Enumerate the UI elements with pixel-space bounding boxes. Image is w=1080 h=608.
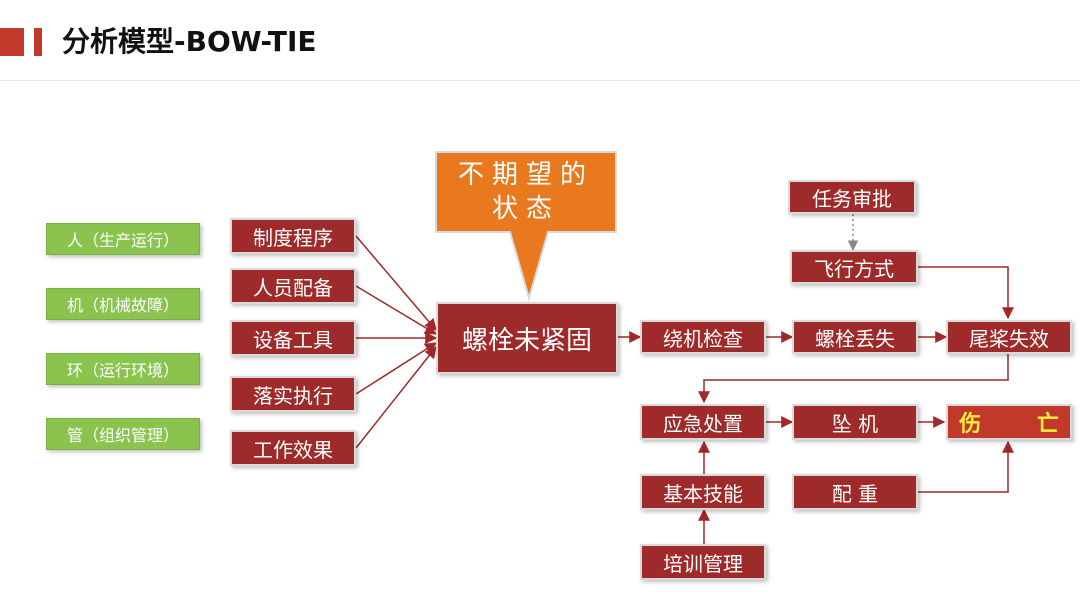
bolt-lost-box: 螺栓丢失 xyxy=(792,320,918,354)
tail-rotor-failure-box: 尾桨失效 xyxy=(946,320,1072,354)
basic-skills-box: 基本技能 xyxy=(640,474,766,510)
page-title: 分析模型-BOW-TIE xyxy=(62,25,317,58)
barrier-procedures: 制度程序 xyxy=(230,218,356,254)
title-accent-bar xyxy=(34,28,42,56)
training-management-box: 培训管理 xyxy=(640,544,766,580)
cause-machine: 机（机械故障） xyxy=(46,288,200,320)
emergency-response-box: 应急处置 xyxy=(640,404,766,440)
connector-arrow xyxy=(355,235,437,331)
header-divider xyxy=(0,80,1080,81)
walkaround-check-box: 绕机检查 xyxy=(640,320,766,354)
barrier-staffing: 人员配备 xyxy=(230,268,356,304)
center-event: 螺栓未紧固 xyxy=(436,302,618,374)
weight-balance-box: 配 重 xyxy=(792,474,918,510)
header xyxy=(0,0,1080,82)
undesired-state-callout xyxy=(435,151,617,302)
cause-environment: 环（运行环境） xyxy=(46,353,200,385)
connector-arrow xyxy=(355,285,438,335)
task-approval-box: 任务审批 xyxy=(788,180,916,214)
crash-box: 坠 机 xyxy=(792,404,918,440)
connector-arrow xyxy=(918,440,1014,493)
undesired-state-label: 不期望的 状态 xyxy=(457,160,594,224)
barrier-equipment: 设备工具 xyxy=(230,320,356,356)
flight-mode-box: 飞行方式 xyxy=(790,250,918,284)
connector-arrow xyxy=(355,342,438,395)
cause-people: 人（生产运行） xyxy=(46,223,200,255)
connector-arrow xyxy=(918,266,1014,320)
cause-management: 管（组织管理） xyxy=(46,418,200,450)
connector-arrow xyxy=(698,354,1009,404)
title-accent-block xyxy=(0,28,24,56)
casualty-box: 伤 亡 xyxy=(946,404,1072,440)
barrier-effectiveness: 工作效果 xyxy=(230,430,356,466)
barrier-implementation: 落实执行 xyxy=(230,376,356,412)
connector-arrow xyxy=(355,346,437,449)
